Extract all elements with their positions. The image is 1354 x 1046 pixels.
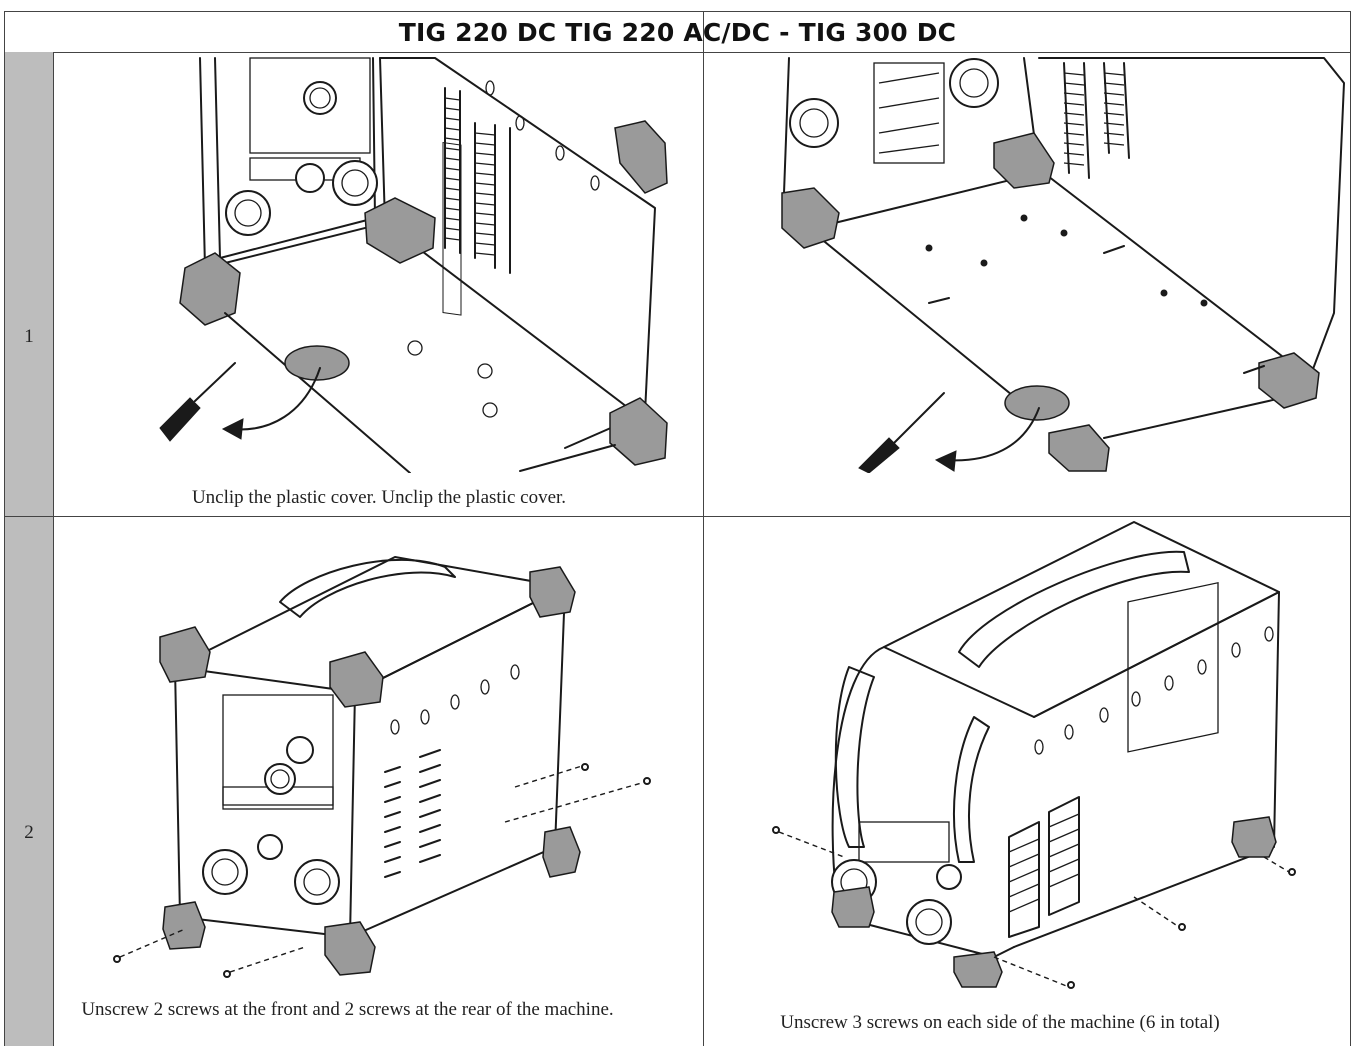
illustration-step1-right xyxy=(704,53,1350,473)
machine-front-screws-drawing xyxy=(113,556,651,978)
illustration-step2-left xyxy=(55,517,703,997)
illustration-step2-right xyxy=(704,517,1350,997)
step-number-2: 2 xyxy=(24,822,34,843)
illustration-step1-left xyxy=(55,53,703,473)
table-header: TIG 220 DC TIG 220 AC/DC - TIG 300 DC xyxy=(4,11,1351,53)
table-right-border xyxy=(1350,11,1351,1046)
step2-right-caption: Unscrew 3 screws on each side of the mac… xyxy=(780,1012,1220,1033)
machine-side-screws-drawing xyxy=(772,521,1296,989)
column-divider xyxy=(703,11,704,1046)
step2-left-caption: Unscrew 2 screws at the front and 2 scre… xyxy=(81,999,614,1020)
step-number-1: 1 xyxy=(24,326,34,347)
machine-underside-drawing xyxy=(159,57,668,473)
step1-caption: Unclip the plastic cover. Unclip the pla… xyxy=(191,487,567,508)
step-number-column: 1 2 xyxy=(4,52,54,1046)
row-divider xyxy=(4,516,1351,517)
page-title: TIG 220 DC TIG 220 AC/DC - TIG 300 DC xyxy=(398,18,957,47)
machine-underside-drawing-alt xyxy=(781,57,1345,473)
